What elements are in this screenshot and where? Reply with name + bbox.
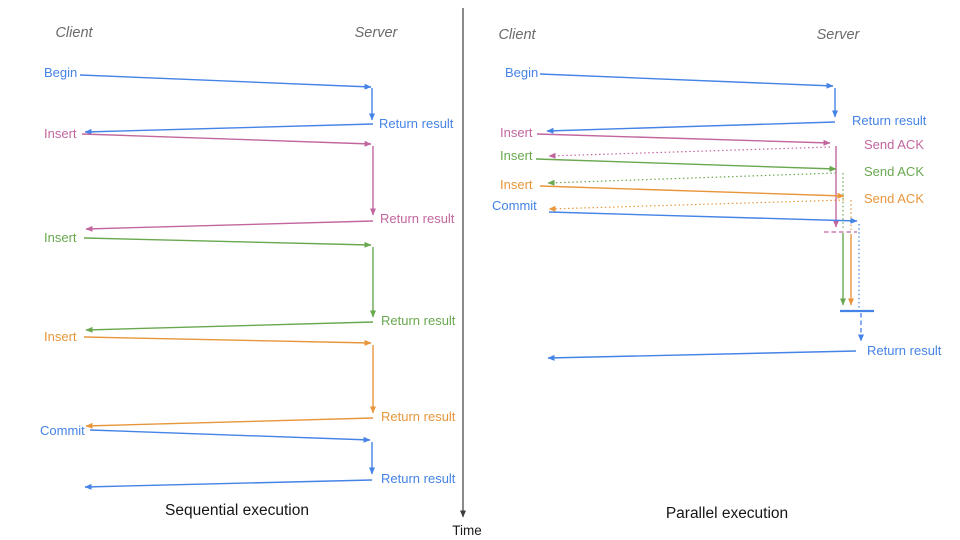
par-insert1-flow [536,133,857,233]
par-ack-label: Send ACK [864,137,924,152]
par-insert3-flow [539,185,854,306]
seq-response-label: Return result [381,313,456,328]
seq-response-label: Return result [380,211,455,226]
seq-op-label-begin: Begin [44,65,78,80]
par-client-header: Client [498,27,536,43]
par-insert2-flow [535,158,846,306]
seq-caption: Sequential execution [165,502,309,519]
par-response-label: Return result [852,113,927,128]
par-op-label-insert3: Insert [500,177,533,192]
seq-client-header: Client [55,25,93,41]
seq-op-label-insert1: Insert [44,126,77,141]
time-axis-label: Time [452,523,482,538]
seq-insert2-flow [83,237,376,333]
seq-response-label: Return result [381,409,456,424]
par-begin-flow [539,73,838,134]
seq-op-label-insert2: Insert [44,230,77,245]
seq-response-label: Return result [381,471,456,486]
seq-response-label: Return result [379,116,454,131]
par-server-header: Server [816,27,860,43]
par-caption: Parallel execution [665,505,789,522]
seq-begin-flow [79,74,375,135]
seq-insert1-flow [81,133,376,232]
seq-op-label-insert3: Insert [44,329,77,344]
par-response-label: Return result [867,343,942,358]
seq-server-header: Server [354,25,398,41]
seq-op-label-commit: Commit [40,423,85,438]
par-op-label-commit: Commit [492,198,537,213]
par-op-label-insert1: Insert [500,125,533,140]
par-ack-label: Send ACK [864,164,924,179]
par-ack-label: Send ACK [864,191,924,206]
par-op-label-begin: Begin [505,65,539,80]
par-op-label-insert2: Insert [500,148,533,163]
par-commit-flow [547,211,874,361]
seq-commit-flow [84,429,375,490]
seq-insert3-flow [83,336,376,429]
